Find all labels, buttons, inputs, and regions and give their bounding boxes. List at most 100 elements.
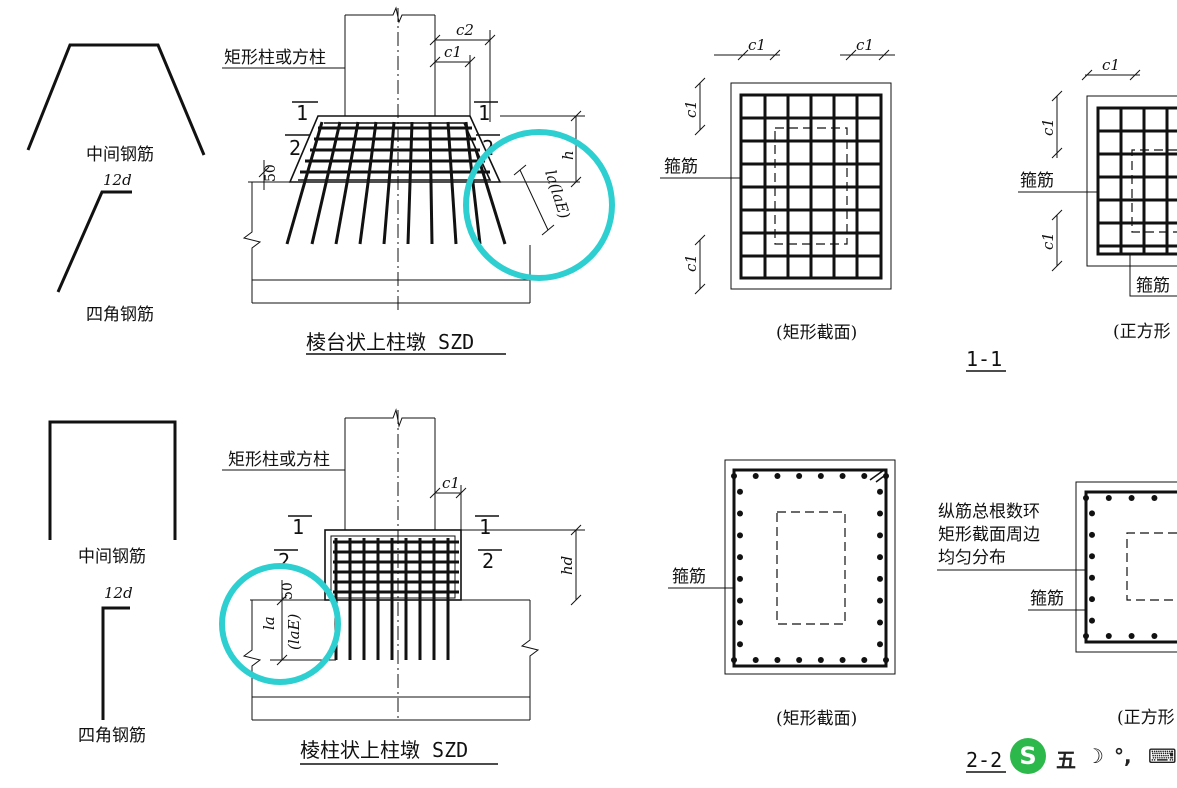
title-prism-pier: 棱柱状上柱墩 SZD <box>300 738 468 762</box>
caption-rect-1: (矩形截面) <box>776 323 857 343</box>
prism-pier-elevation <box>222 408 585 721</box>
section-mark-2-left-top: 2 <box>289 136 301 160</box>
rebar-dot <box>839 657 846 663</box>
longitudinal-note-line3: 均匀分布 <box>938 548 1006 568</box>
rebar-dot <box>839 473 846 479</box>
rebar-dot <box>1151 495 1158 501</box>
section-2-rect <box>668 459 896 675</box>
section-mark-1-left-top: 1 <box>296 101 308 125</box>
rebar-dot <box>1105 633 1112 639</box>
keyboard-icon[interactable]: ⌨ <box>1148 744 1177 768</box>
stirrup-label-rect-1: 箍筋 <box>664 157 698 177</box>
corner-bar-label-top: 四角钢筋 <box>86 305 154 325</box>
rebar-dot <box>877 641 883 648</box>
sogou-logo-icon[interactable]: S <box>1010 738 1046 774</box>
moon-icon[interactable]: ☽ <box>1086 744 1104 768</box>
punctuation-button[interactable]: °, <box>1114 744 1132 768</box>
rebar-dot <box>737 488 743 495</box>
dim-50-bottom: 50 <box>280 582 296 600</box>
column-label-top: 矩形柱或方柱 <box>224 48 326 68</box>
rebar-dot <box>737 619 743 626</box>
rebar-dot <box>796 657 803 663</box>
rebar-dot <box>796 473 803 479</box>
rebar-dot <box>737 554 743 561</box>
hook-length-label-top: 12d <box>103 171 132 189</box>
section-mark-1-left-bottom: 1 <box>292 515 304 539</box>
section-label-1-1: 1-1 <box>966 347 1002 371</box>
caption-square-2: (正方形 <box>1117 708 1175 728</box>
section-mark-2-right-bottom: 2 <box>482 549 494 573</box>
ime-toolbar[interactable]: S 五 ☽ °, ⌨ <box>1008 738 1177 782</box>
corner-bar-shape-top <box>56 190 132 293</box>
rebar-dot <box>774 657 781 663</box>
rebar-dot <box>877 575 883 582</box>
dim-la-bottom: la <box>260 616 278 630</box>
stirrup-label-square-1: 箍筋 <box>1020 171 1054 191</box>
dim-c1-bottom: c1 <box>442 474 460 492</box>
dim-h-top: h <box>559 150 577 160</box>
hook-length-label-bottom: 12d <box>104 584 133 602</box>
rebar-dot <box>877 488 883 495</box>
dim-c1-top: c1 <box>444 43 462 61</box>
rebar-dot <box>1089 553 1095 560</box>
section-label-2-2: 2-2 <box>966 748 1002 772</box>
rebar-dot <box>877 597 883 604</box>
section-1-rect <box>660 49 895 295</box>
rebar-dot <box>1151 633 1158 639</box>
section-2-square <box>937 481 1177 653</box>
section-mark-1-right-top: 1 <box>478 101 490 125</box>
rebar-dot <box>752 657 759 663</box>
dim-50-top: 50 <box>263 164 279 182</box>
ime-mode-button[interactable]: 五 <box>1056 748 1076 772</box>
middle-bar-label-top: 中间钢筋 <box>86 145 154 165</box>
column-label-bottom: 矩形柱或方柱 <box>228 450 330 470</box>
rebar-dot <box>861 657 868 663</box>
frustum-pier-elevation <box>222 6 585 310</box>
rebar-dot <box>1089 531 1095 538</box>
corner-bar-label-bottom: 四角钢筋 <box>78 726 146 746</box>
rebar-dot <box>1083 633 1089 639</box>
rebar-dot <box>1089 617 1095 624</box>
rebar-dot <box>731 657 737 663</box>
highlight-circle-bottom <box>219 563 341 685</box>
dim-la-laE-top: la(laE) <box>541 168 574 221</box>
rebar-dot <box>737 597 743 604</box>
dim-laE-bottom: (laE) <box>285 613 303 650</box>
middle-bar-label-bottom: 中间钢筋 <box>78 547 146 567</box>
rebar-dot <box>1083 495 1089 501</box>
title-frustum-pier: 棱台状上柱墩 SZD <box>306 330 474 354</box>
longitudinal-note-line2: 矩形截面周边 <box>938 525 1040 545</box>
rebar-dot <box>877 510 883 517</box>
stirrup-label-square-1b: 箍筋 <box>1136 276 1170 296</box>
middle-bar-shape-top <box>26 43 206 156</box>
rebar-dot <box>737 641 743 648</box>
section-mark-1-right-bottom: 1 <box>479 515 491 539</box>
corner-bar-shape-bottom <box>101 606 130 720</box>
rebar-dot <box>737 532 743 539</box>
rebar-dots-rect <box>731 473 889 663</box>
rebar-dots-square <box>1083 495 1158 639</box>
rebar-dot <box>1128 633 1135 639</box>
rebar-dot <box>774 473 781 479</box>
rebar-dot <box>1089 596 1095 603</box>
rebar-dot <box>1128 495 1135 501</box>
dim-c1-rect-left: c1 <box>748 36 766 54</box>
dim-c1-square-side-bottom: c1 <box>1039 232 1057 250</box>
rebar-dot <box>817 473 824 479</box>
rebar-dot <box>877 554 883 561</box>
rebar-dot <box>817 657 824 663</box>
rebar-dot <box>752 473 759 479</box>
rebar-dot <box>1089 574 1095 581</box>
dim-c1-rect-bottom-side: c1 <box>682 254 700 272</box>
rebar-dot <box>1105 495 1112 501</box>
dim-hd-bottom: hd <box>558 556 576 575</box>
rebar-dot <box>883 473 889 479</box>
rebar-dot <box>861 473 868 479</box>
rebar-dot <box>737 510 743 517</box>
rebar-dot <box>1089 510 1095 517</box>
caption-square-1: (正方形 <box>1113 322 1171 342</box>
rebar-dot <box>737 575 743 582</box>
rebar-dot <box>883 657 889 663</box>
rebar-dot <box>731 473 737 479</box>
